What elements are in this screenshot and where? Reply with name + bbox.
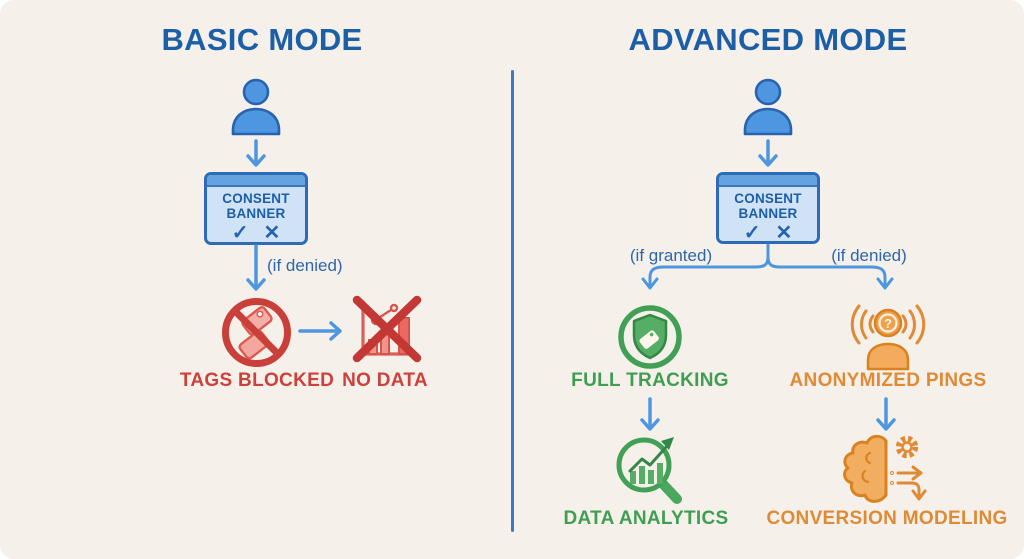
banner-line2: BANNER: [226, 206, 286, 222]
anonymized-pings-icon: ?: [850, 304, 926, 371]
no-data-chart-icon: [352, 295, 422, 363]
no-data-label: NO DATA: [342, 370, 428, 391]
if-denied-label-advanced: (if denied): [831, 246, 907, 265]
anonymized-pings-label: ANONYMIZED PINGS: [789, 370, 987, 391]
conversion-modeling-label: CONVERSION MODELING: [766, 508, 1008, 529]
column-divider: [511, 70, 514, 532]
if-granted-label: (if granted): [629, 246, 713, 265]
user-icon: [743, 78, 793, 136]
branch-fork-connector: [641, 243, 894, 290]
consent-banner-basic: CONSENT BANNER ✓ ✕: [204, 172, 308, 245]
consent-banner-advanced: CONSENT BANNER ✓ ✕: [716, 172, 820, 244]
tags-blocked-icon: [222, 298, 291, 367]
arrow-down-icon: [246, 139, 266, 167]
banner-line1: CONSENT: [222, 191, 290, 206]
accept-check-icon: ✓: [231, 222, 249, 245]
banner-label: CONSENT BANNER: [719, 191, 817, 221]
advanced-mode-title: ADVANCED MODE: [628, 22, 908, 57]
banner-titlebar: [719, 175, 817, 187]
full-tracking-shield-icon: [618, 305, 682, 369]
if-denied-label-basic: (if denied): [267, 256, 343, 275]
arrow-down-icon: [246, 244, 266, 291]
arrow-down-icon: [876, 397, 896, 431]
reject-cross-icon: ✕: [263, 222, 281, 245]
reject-cross-icon: ✕: [775, 222, 793, 244]
question-mark-glyph: ?: [884, 316, 892, 331]
user-icon: [231, 78, 281, 136]
data-analytics-magnifier-icon: [616, 437, 682, 504]
accept-check-icon: ✓: [743, 222, 761, 244]
data-analytics-label: DATA ANALYTICS: [563, 508, 729, 529]
banner-line2: BANNER: [738, 206, 798, 222]
tags-blocked-label: TAGS BLOCKED: [179, 370, 335, 391]
banner-line1: CONSENT: [734, 191, 802, 206]
banner-label: CONSENT BANNER: [207, 191, 305, 221]
arrow-down-icon: [758, 139, 778, 167]
banner-titlebar: [207, 175, 305, 187]
arrow-down-icon: [640, 397, 660, 431]
full-tracking-label: FULL TRACKING: [571, 370, 729, 391]
basic-mode-title: BASIC MODE: [161, 22, 363, 57]
conversion-modeling-brain-icon: [843, 434, 927, 503]
arrow-right-icon: [298, 321, 342, 341]
